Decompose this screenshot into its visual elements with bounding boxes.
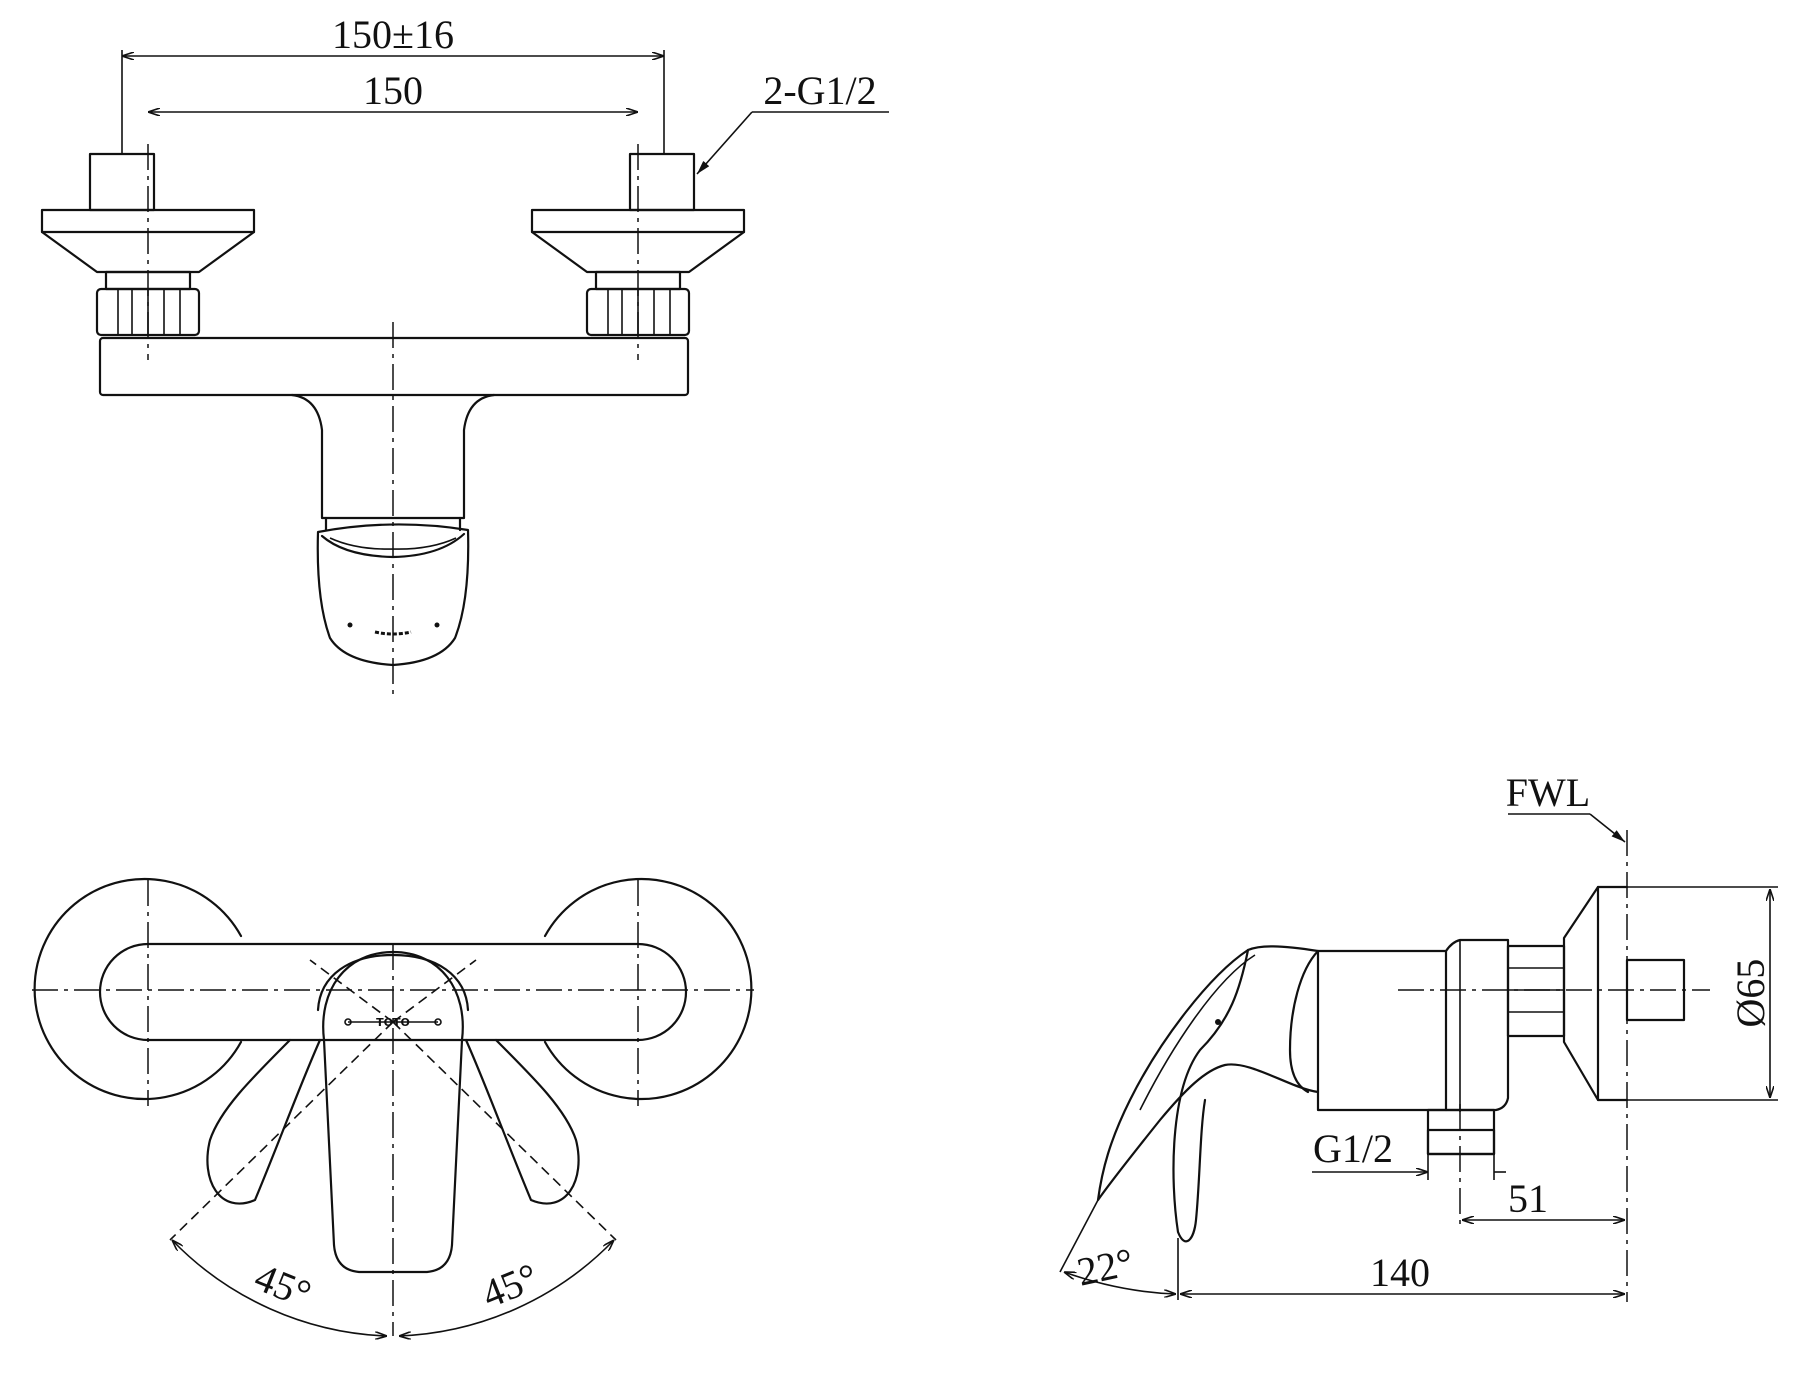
label-inlet-thread: 2-G1/2 [763,68,876,113]
label-fwl: FWL [1506,770,1590,815]
dim-150-tolerance: 150±16 [332,12,454,57]
front-body-bar [98,336,690,397]
dim-150: 150 [363,68,423,113]
front-view: 150±16 150 2-G1/2 [40,12,889,700]
front-stem [290,393,496,520]
top-right-flange [543,877,753,1101]
side-view: FWL Ø65 G1/2 [1059,770,1778,1302]
angle-left-45: 45° [249,1254,318,1317]
side-body [1316,938,1510,1112]
side-lever [1096,945,1320,1202]
angle-right-45: 45° [476,1254,545,1317]
side-outlet [1426,1108,1496,1156]
top-left-flange [33,877,243,1101]
dim-140: 140 [1370,1250,1430,1295]
handle-position-right [464,1038,580,1205]
label-outlet-thread: G1/2 [1313,1126,1393,1171]
dim-diameter-65: Ø65 [1728,959,1773,1028]
handle-position-left [206,1038,322,1205]
side-nut [1506,944,1566,1038]
side-flange [1562,885,1629,1102]
angle-lever-22: 22° [1073,1239,1137,1295]
top-view: TOTO 45° 45° [32,877,754,1336]
dim-51: 51 [1508,1176,1548,1221]
